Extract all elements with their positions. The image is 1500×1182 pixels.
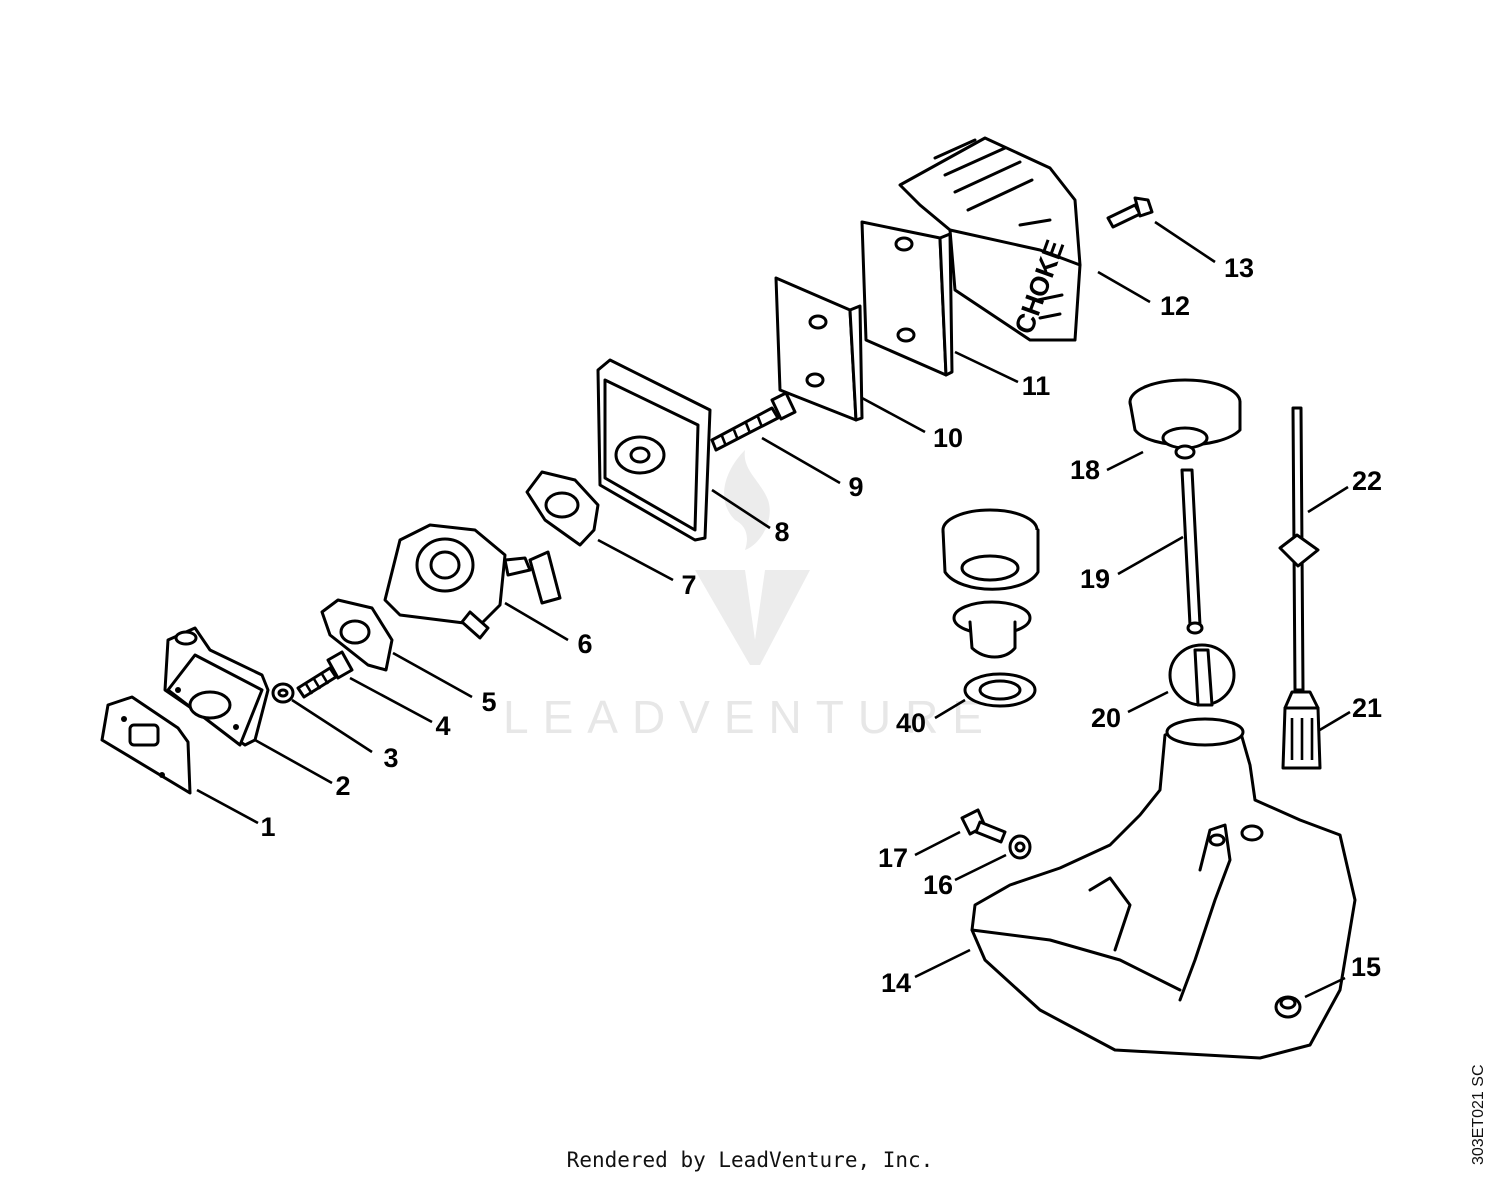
callout-9: 9 [848, 472, 863, 502]
callout-3: 3 [383, 743, 398, 773]
callout-14: 14 [881, 968, 911, 998]
callout-22: 22 [1352, 466, 1382, 496]
part-19-fuel-hose [1180, 468, 1204, 635]
part-17-screw [960, 808, 1007, 844]
part-5-gasket [320, 598, 394, 672]
callout-10: 10 [933, 423, 963, 453]
part-20-pickup-body [1168, 643, 1236, 707]
watermark-flame [724, 450, 770, 550]
part-14-fuel-tank [970, 717, 1357, 1060]
part-13-screw [1106, 196, 1154, 229]
leader-6 [504, 601, 569, 642]
part-8-filter-base [596, 358, 712, 542]
leader-40 [934, 698, 966, 720]
callout-15: 15 [1351, 952, 1381, 982]
leader-19 [1117, 535, 1184, 576]
leader-7 [597, 538, 674, 582]
leader-18 [1106, 450, 1144, 472]
part-16-washer [1008, 834, 1032, 860]
callout-16: 16 [923, 870, 953, 900]
part-40-tank-neck [941, 508, 1040, 708]
part-18-fuel-cap [1128, 378, 1242, 460]
leader-10 [861, 396, 926, 434]
callout-7: 7 [681, 570, 696, 600]
callout-13: 13 [1224, 253, 1254, 283]
drawing-code: 303ET021 SC [1470, 1064, 1487, 1165]
callout-8: 8 [774, 517, 789, 547]
part-12-filter-cover: CHOKE [898, 136, 1082, 342]
watermark-logo-mark [695, 570, 810, 665]
leader-1 [196, 788, 259, 825]
callout-6: 6 [577, 629, 592, 659]
leader-20 [1127, 690, 1169, 714]
callout-20: 20 [1091, 703, 1121, 733]
leader-9 [761, 436, 841, 485]
part-2-intake-flange [163, 626, 270, 747]
callout-19: 19 [1080, 564, 1110, 594]
part-21-fuel-filter [1281, 690, 1322, 770]
leader-8 [711, 488, 771, 530]
leader-11 [954, 350, 1019, 384]
watermark-text: LEADVENTURE [503, 691, 997, 743]
part-11-filter-element [860, 220, 954, 377]
part-1-gasket [100, 695, 192, 795]
callout-5: 5 [481, 687, 496, 717]
callout-17: 17 [878, 843, 908, 873]
leader-4 [349, 676, 433, 724]
callout-40: 40 [896, 708, 926, 738]
part-7-gasket [525, 470, 600, 547]
leader-12 [1097, 270, 1151, 304]
part-15-plug [1274, 995, 1302, 1019]
watermark: LEADVENTURE [503, 450, 997, 743]
part-22-fuel-line [1278, 406, 1320, 692]
leader-14 [914, 948, 971, 979]
callout-2: 2 [335, 771, 350, 801]
callout-labels: 1 2 3 4 5 6 7 8 9 10 11 12 13 14 15 16 1… [260, 253, 1382, 998]
part-10-filter-element [774, 276, 864, 422]
callout-18: 18 [1070, 455, 1100, 485]
callout-21: 21 [1352, 693, 1382, 723]
leader-13 [1154, 220, 1216, 264]
leader-15 [1304, 976, 1346, 999]
part-3-washer [271, 682, 295, 704]
callout-1: 1 [260, 812, 275, 842]
part-9-screw [710, 391, 797, 452]
footer-credit: Rendered by LeadVenture, Inc. [566, 1148, 934, 1172]
leader-21 [1317, 710, 1351, 733]
leader-2 [254, 738, 333, 785]
callout-4: 4 [435, 711, 450, 741]
leader-5 [392, 651, 473, 699]
part-6-carburetor [383, 523, 562, 640]
leader-17 [914, 830, 961, 857]
callout-12: 12 [1160, 291, 1190, 321]
leader-lines [196, 220, 1351, 999]
leader-3 [291, 698, 373, 754]
leader-22 [1307, 485, 1349, 514]
part-4-screw [296, 650, 354, 699]
callout-11: 11 [1022, 371, 1051, 401]
leader-16 [954, 853, 1007, 882]
